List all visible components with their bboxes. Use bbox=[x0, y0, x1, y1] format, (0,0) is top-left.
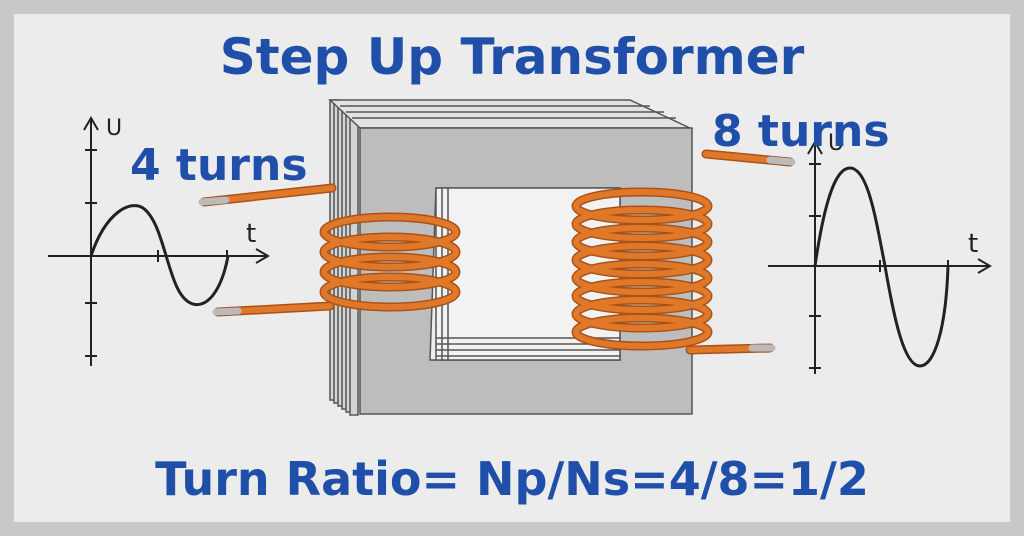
primary-time-axis-label: t bbox=[246, 219, 256, 249]
primary-turns-label: 4 turns bbox=[130, 140, 308, 191]
primary-voltage-arrow bbox=[83, 116, 99, 131]
turn-ratio-formula: Turn Ratio= Np/Ns=4/8=1/2 bbox=[155, 452, 869, 506]
secondary-time-axis-label: t bbox=[968, 229, 978, 259]
primary-voltage-graph bbox=[48, 116, 270, 366]
secondary-time-arrow bbox=[977, 258, 992, 274]
secondary-coil bbox=[571, 149, 796, 355]
secondary-voltage-arrow bbox=[807, 140, 823, 155]
primary-time-arrow bbox=[255, 248, 270, 264]
secondary-voltage-graph bbox=[768, 140, 992, 374]
primary-sine-wave bbox=[89, 204, 230, 306]
secondary-voltage-axis-label: U bbox=[828, 131, 844, 156]
primary-coil bbox=[198, 183, 461, 317]
secondary-turns-label: 8 turns bbox=[712, 106, 890, 157]
primary-voltage-axis-label: U bbox=[106, 116, 122, 141]
secondary-sine-wave bbox=[813, 166, 950, 368]
diagram-title: Step Up Transformer bbox=[219, 28, 805, 86]
